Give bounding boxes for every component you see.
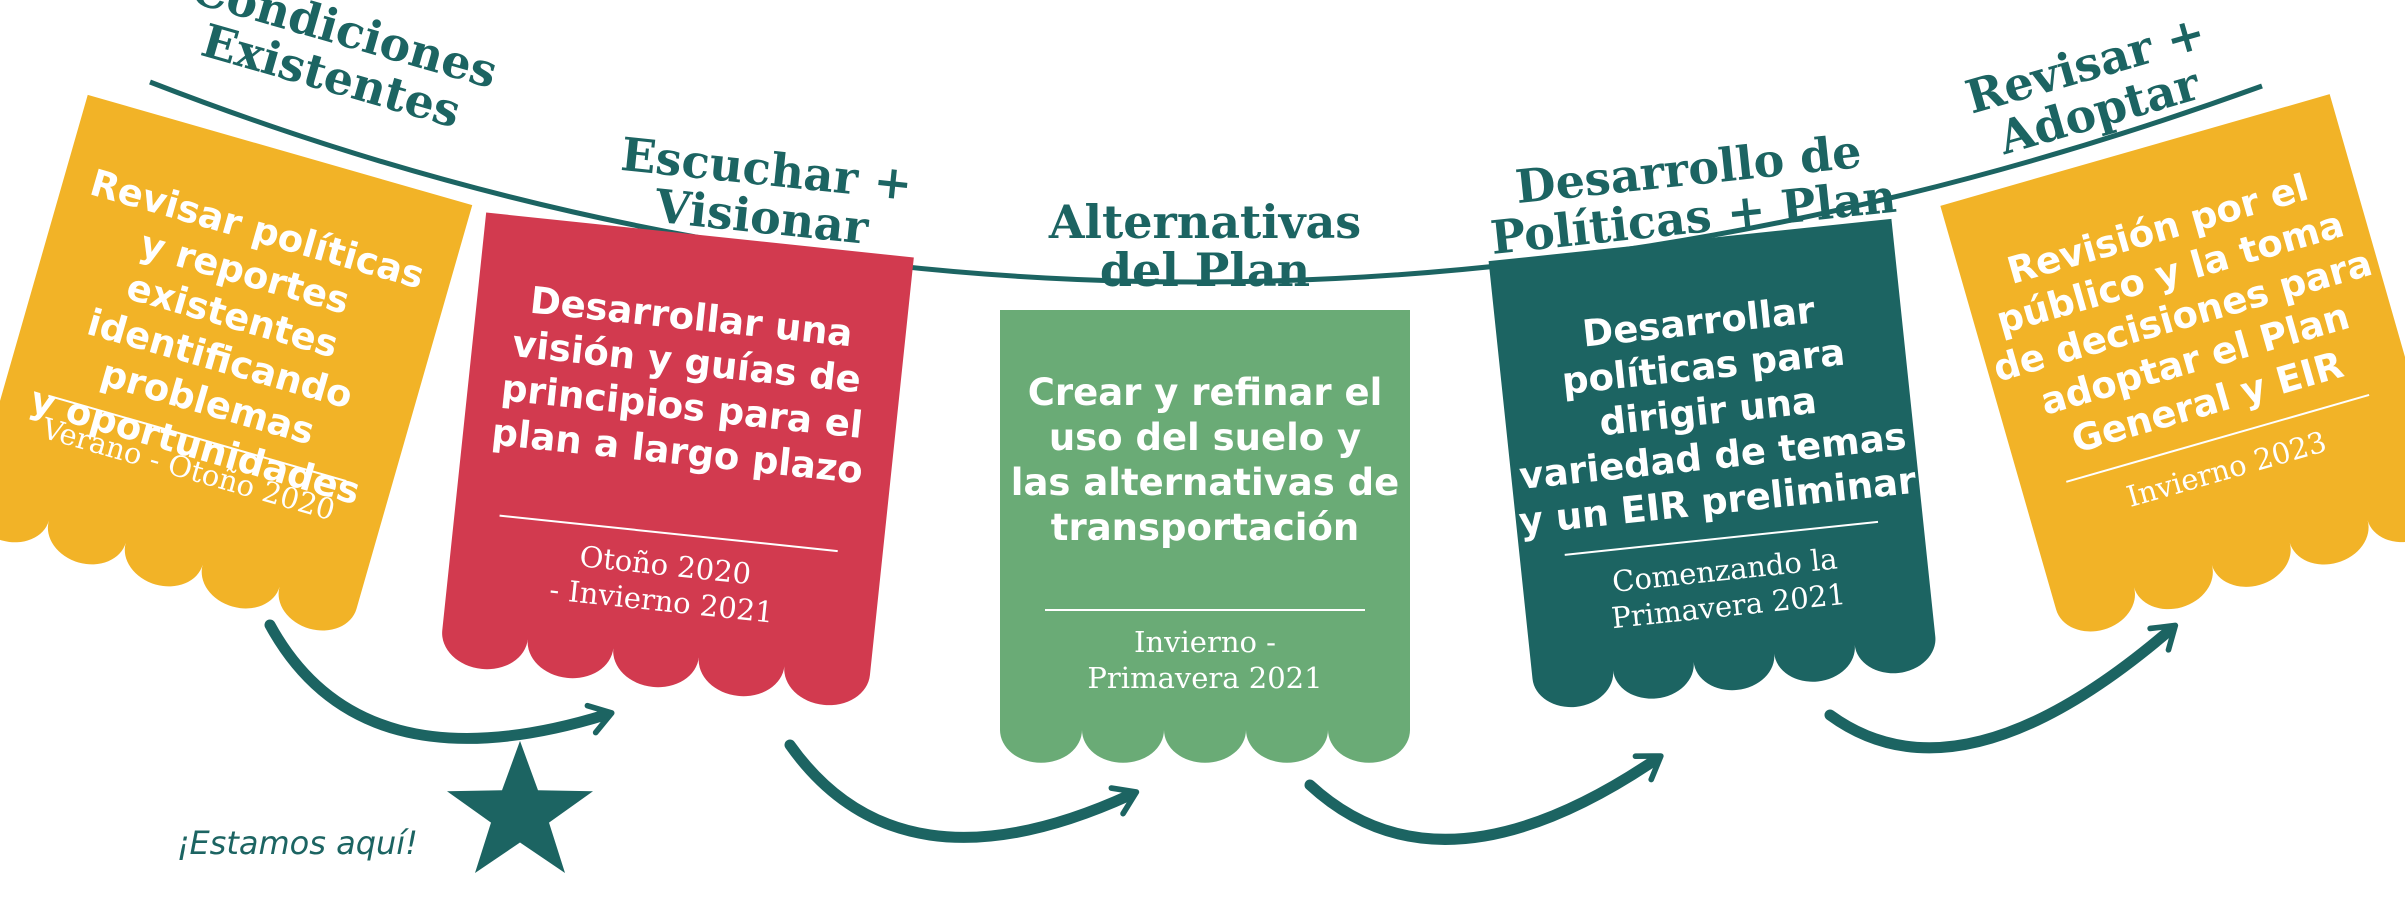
phase-description-line: uso del suelo y: [1049, 416, 1361, 459]
flag-shape: [0, 94, 473, 631]
phase-description-line: transportación: [1051, 506, 1359, 549]
flag-shape: [1000, 310, 1410, 763]
phase-heading-line: Alternativas: [1048, 195, 1361, 249]
phase-description-line: Crear y refinar el: [1028, 371, 1383, 414]
next-phase-arrow: [784, 739, 1140, 843]
next-phase-arrow: [1824, 622, 2179, 754]
bunting-string: [149, 79, 2263, 285]
phase-date-line: Primavera 2021: [1087, 661, 1322, 695]
phase-date-line: Invierno -: [1134, 625, 1276, 659]
flag-shape: [1940, 94, 2405, 632]
flag-divider: [499, 514, 838, 553]
flag-divider: [1564, 520, 1879, 556]
you-are-here-label: ¡Estamos aquí!: [177, 824, 418, 862]
flag-shape: [1488, 218, 1936, 708]
phase-description-line: las alternativas de: [1011, 461, 1399, 504]
next-phase-arrow: [264, 619, 615, 744]
flag-shape: [442, 212, 914, 706]
star-icon: [447, 740, 593, 873]
phase-heading-line: del Plan: [1100, 243, 1310, 297]
next-phase-arrow: [1304, 753, 1664, 845]
flag-divider: [2066, 394, 2370, 483]
flag-divider: [48, 394, 347, 483]
